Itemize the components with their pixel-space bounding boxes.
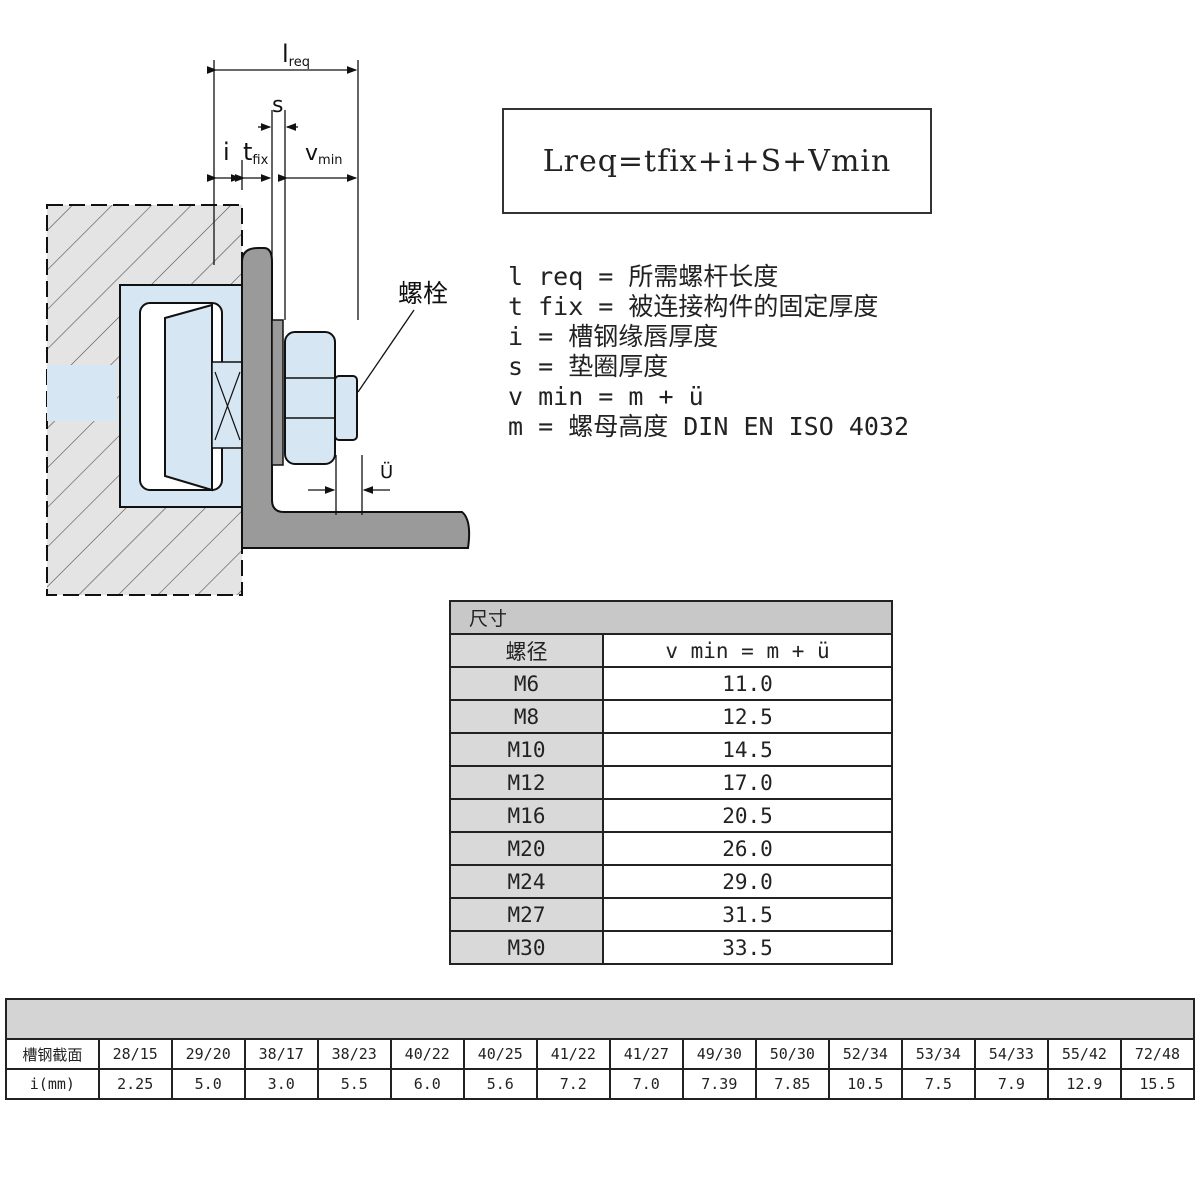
bolt-size: M20 bbox=[449, 831, 604, 866]
bolt-size: M6 bbox=[449, 666, 604, 701]
i-value: 7.9 bbox=[973, 1068, 1049, 1100]
i-value: 7.0 bbox=[608, 1068, 684, 1100]
nut bbox=[284, 331, 336, 465]
angle-bracket bbox=[241, 247, 471, 549]
washer bbox=[271, 319, 284, 466]
table-title: 尺寸 bbox=[449, 600, 893, 635]
v-min-label: vmin bbox=[305, 141, 343, 168]
legend-line: i = 槽钢缘唇厚度 bbox=[508, 322, 719, 351]
channel-section: 52/34 bbox=[827, 1038, 903, 1070]
channel-section: 40/22 bbox=[389, 1038, 465, 1070]
dimension-lines bbox=[206, 60, 415, 515]
channel-section: 29/20 bbox=[170, 1038, 246, 1070]
bolt-end bbox=[334, 375, 358, 441]
channel-section: 49/30 bbox=[681, 1038, 757, 1070]
channel-section: 38/23 bbox=[316, 1038, 392, 1070]
channel-section: 50/30 bbox=[754, 1038, 830, 1070]
i-value: 5.6 bbox=[462, 1068, 538, 1100]
i-value: 15.5 bbox=[1119, 1068, 1196, 1100]
i-value: 7.39 bbox=[681, 1068, 757, 1100]
i-value: 12.9 bbox=[1046, 1068, 1122, 1100]
v-min-value: 33.5 bbox=[602, 930, 893, 965]
channel-section: 41/27 bbox=[608, 1038, 684, 1070]
i-value: 10.5 bbox=[827, 1068, 903, 1100]
i-value: 5.5 bbox=[316, 1068, 392, 1100]
row-label: 槽钢截面 bbox=[5, 1038, 100, 1070]
bolt-size: M16 bbox=[449, 798, 604, 833]
legend-line: t fix = 被连接构件的固定厚度 bbox=[508, 292, 879, 321]
channel-section: 41/22 bbox=[535, 1038, 611, 1070]
i-value: 7.5 bbox=[900, 1068, 976, 1100]
v-min-value: 17.0 bbox=[602, 765, 893, 800]
bolt-size: M24 bbox=[449, 864, 604, 899]
channel-profile bbox=[119, 284, 243, 508]
bolt-size: M12 bbox=[449, 765, 604, 800]
bolt-label: 螺栓 bbox=[398, 279, 448, 308]
i-value: 5.0 bbox=[170, 1068, 246, 1100]
i-value: 7.2 bbox=[535, 1068, 611, 1100]
i-value: 2.25 bbox=[97, 1068, 173, 1100]
legend-line: m = 螺母高度 DIN EN ISO 4032 bbox=[508, 412, 910, 441]
s-label: s bbox=[272, 93, 283, 118]
bolt-size: M30 bbox=[449, 930, 604, 965]
v-min-value: 26.0 bbox=[602, 831, 893, 866]
i-label: i bbox=[223, 138, 230, 166]
channel-section: 55/42 bbox=[1046, 1038, 1122, 1070]
table-band bbox=[5, 998, 1195, 1040]
channel-section: 38/17 bbox=[243, 1038, 319, 1070]
row-label: i(mm) bbox=[5, 1068, 100, 1100]
channel-section: 53/34 bbox=[900, 1038, 976, 1070]
channel-section: 54/33 bbox=[973, 1038, 1049, 1070]
column-header: 螺径 bbox=[449, 633, 604, 668]
v-min-value: 29.0 bbox=[602, 864, 893, 899]
legend-line: v min = m + ü bbox=[508, 382, 704, 411]
bolt-assembly-diagram: lreq s i tfix vmin 螺栓 Ü bbox=[46, 40, 471, 596]
bolt-size: M27 bbox=[449, 897, 604, 932]
i-value: 3.0 bbox=[243, 1068, 319, 1100]
formula-box: Lreq=tfix+i+S+Vmin bbox=[502, 108, 932, 214]
v-min-value: 11.0 bbox=[602, 666, 893, 701]
v-min-value: 31.5 bbox=[602, 897, 893, 932]
column-header: v min = m + ü bbox=[602, 633, 893, 668]
v-min-value: 12.5 bbox=[602, 699, 893, 734]
bolt-size: M8 bbox=[449, 699, 604, 734]
l-req-label: lreq bbox=[282, 40, 310, 70]
channel-section: 72/48 bbox=[1119, 1038, 1196, 1070]
variable-legend: l req = 所需螺杆长度 t fix = 被连接构件的固定厚度 i = 槽钢… bbox=[508, 262, 909, 442]
bolt-size: M10 bbox=[449, 732, 604, 767]
legend-line: l req = 所需螺杆长度 bbox=[508, 262, 779, 291]
t-fix-label: tfix bbox=[243, 138, 269, 168]
v-min-value: 20.5 bbox=[602, 798, 893, 833]
legend-line: s = 垫圈厚度 bbox=[508, 352, 669, 381]
i-value: 6.0 bbox=[389, 1068, 465, 1100]
i-value: 7.85 bbox=[754, 1068, 830, 1100]
u-label: Ü bbox=[380, 461, 393, 483]
channel-section: 28/15 bbox=[97, 1038, 173, 1070]
channel-section: 40/25 bbox=[462, 1038, 538, 1070]
v-min-value: 14.5 bbox=[602, 732, 893, 767]
